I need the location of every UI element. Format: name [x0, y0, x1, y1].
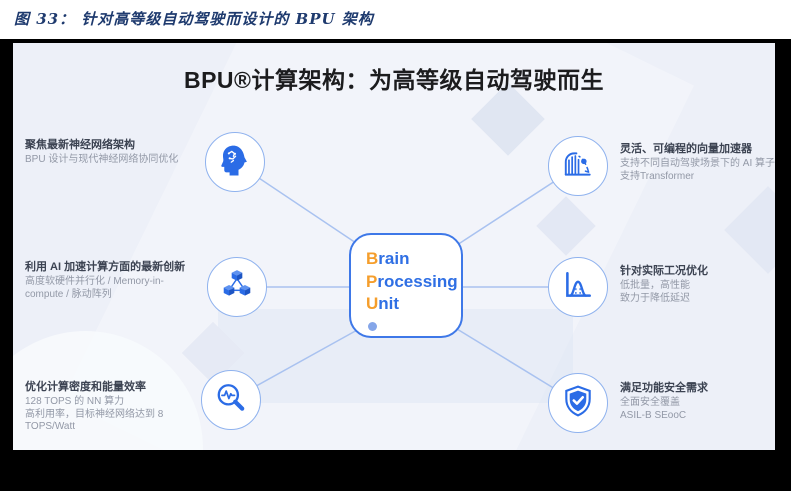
diagram-title: BPU®计算架构：为高等级自动驾驶而生: [183, 67, 604, 93]
brain-head-icon: [218, 143, 252, 182]
bpu-word-processing: Processing: [366, 271, 458, 291]
figure-frame: BPU®计算架构：为高等级自动驾驶而生 Brain Processing Uni…: [0, 39, 791, 491]
node-text-real-workload: 针对实际工况优化 低批量，高性能 致力于降低延迟: [620, 265, 775, 305]
node-body-line: 低批量，高性能: [620, 280, 690, 291]
node-circle-efficiency: [201, 370, 261, 430]
node-body-line: compute / 脉动阵列: [25, 288, 112, 300]
node-text-neural-architecture: 聚焦最新神经网络架构 BPU 设计与现代神经网络协同优化: [25, 139, 207, 167]
node-heading: 针对实际工况优化: [620, 265, 708, 277]
node-text-vector-accelerator: 灵活、可编程的向量加速器 支持不同自动驾驶场景下的 AI 算子 支持Transf…: [620, 143, 775, 183]
node-text-functional-safety: 满足功能安全需求 全面安全覆盖 ASIL-B SEooC: [620, 382, 775, 422]
node-heading: 聚焦最新神经网络架构: [25, 139, 135, 151]
node-body-line: BPU 设计与现代神经网络协同优化: [25, 154, 179, 165]
node-text-efficiency: 优化计算密度和能量效率 128 TOPS 的 NN 算力 高利用率，目标神经网络…: [25, 381, 207, 434]
node-body-line: 全面安全覆盖: [620, 397, 680, 408]
node-body-line: 支持Transformer: [620, 170, 695, 182]
node-text-ai-compute: 利用 AI 加速计算方面的最新创新 高度软硬件并行化 / Memory-in- …: [25, 261, 207, 301]
node-circle-real-workload: [548, 257, 608, 317]
node-body-line: ASIL-B SEooC: [620, 409, 687, 421]
bpu-center-box: Brain Processing Unit: [349, 233, 463, 338]
node-circle-ai-compute: [207, 257, 267, 317]
cubes-network-icon: [220, 268, 254, 307]
node-body-line: TOPS/Watt: [25, 421, 76, 432]
node-heading: 利用 AI 加速计算方面的最新创新: [25, 261, 186, 273]
bpu-box-dot: [368, 322, 377, 331]
node-circle-functional-safety: [548, 373, 608, 433]
node-body-line: 128 TOPS 的 NN 算力: [25, 396, 125, 407]
node-heading: 灵活、可编程的向量加速器: [620, 143, 752, 155]
bpu-word-unit: Unit: [366, 294, 400, 313]
node-body-line: 高利用率，目标神经网络达到 8: [25, 408, 164, 420]
node-body-line: 支持不同自动驾驶场景下的 AI 算子: [620, 158, 775, 169]
node-heading: 优化计算密度和能量效率: [25, 381, 146, 393]
figure-caption: 图 33： 针对高等级自动驾驶而设计的 BPU 架构: [14, 10, 374, 28]
diagram-canvas: BPU®计算架构：为高等级自动驾驶而生 Brain Processing Uni…: [13, 43, 775, 450]
magnifier-pulse-icon: [214, 381, 248, 420]
node-circle-neural-architecture: [205, 132, 265, 192]
shield-check-icon: [561, 384, 595, 423]
node-body-line: 高度软硬件并行化 / Memory-in-: [25, 276, 164, 287]
node-heading: 满足功能安全需求: [620, 382, 708, 394]
bpu-word-brain: Brain: [366, 249, 410, 268]
node-body-line: 致力于降低延迟: [620, 292, 690, 304]
vector-accelerator-icon: [561, 147, 595, 186]
node-circle-vector-accelerator: [548, 136, 608, 196]
distribution-curve-icon: [561, 268, 595, 307]
